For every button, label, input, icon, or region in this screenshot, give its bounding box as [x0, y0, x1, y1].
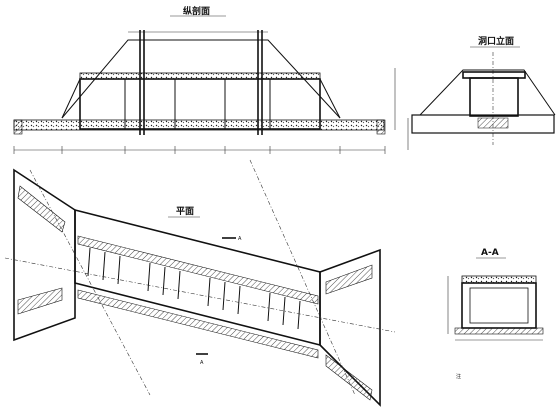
road-axis [29, 169, 151, 396]
portal-elevation: 洞口立面 [411, 35, 556, 145]
plan-view: 平面 [4, 159, 396, 407]
foundation-strip [13, 119, 385, 131]
portal-foundation [411, 114, 555, 134]
slab-line [102, 251, 106, 281]
right-wing-hatch-bottom [325, 354, 373, 401]
section-opening [469, 287, 529, 324]
right-end-block [376, 119, 386, 135]
plan-view-title: 平面 [176, 206, 194, 217]
culvert-axis [4, 257, 396, 333]
section-a-a-title: A-A [481, 248, 499, 258]
longitudinal-section: 纵剖面 [13, 5, 409, 154]
slab-line [162, 266, 166, 296]
note-label: 注 [456, 373, 461, 380]
right-wing-plan [319, 248, 381, 407]
left-wing-plan [13, 168, 76, 342]
barrel-bottom-wall [77, 289, 319, 359]
section-cut-label: A [238, 236, 242, 242]
section-a-a: A-A 注 [447, 248, 544, 380]
left-wing-hatch-bottom [17, 287, 63, 315]
left-wing-wall [61, 78, 81, 119]
slab-line [237, 285, 241, 315]
road-axis [249, 159, 356, 396]
deck-band [79, 72, 321, 80]
section-cut-label: A [200, 360, 204, 366]
slab-line [177, 270, 181, 300]
slab-line [147, 262, 151, 292]
barrel-slabs [87, 247, 301, 330]
slab-line [207, 277, 211, 307]
portal-elevation-title: 洞口立面 [478, 35, 514, 47]
left-wing-hatch-top [17, 185, 66, 233]
portal-wing-outline [419, 69, 556, 116]
portal-base-detail [477, 117, 509, 129]
right-wing-hatch-top [325, 264, 373, 295]
slab-line [282, 296, 286, 326]
right-wing-wall [319, 78, 341, 119]
longitudinal-section-title: 纵剖面 [183, 5, 210, 17]
barrel-top-wall [77, 235, 319, 305]
portal-opening [469, 77, 519, 117]
section-footing [454, 327, 544, 335]
slab-line [222, 281, 226, 311]
section-deck [461, 275, 537, 284]
slab-line [87, 247, 91, 277]
slab-line [117, 255, 121, 285]
portal-cap [462, 71, 526, 79]
slab-line [297, 300, 301, 330]
slab-line [267, 292, 271, 322]
left-end-block [13, 119, 23, 135]
